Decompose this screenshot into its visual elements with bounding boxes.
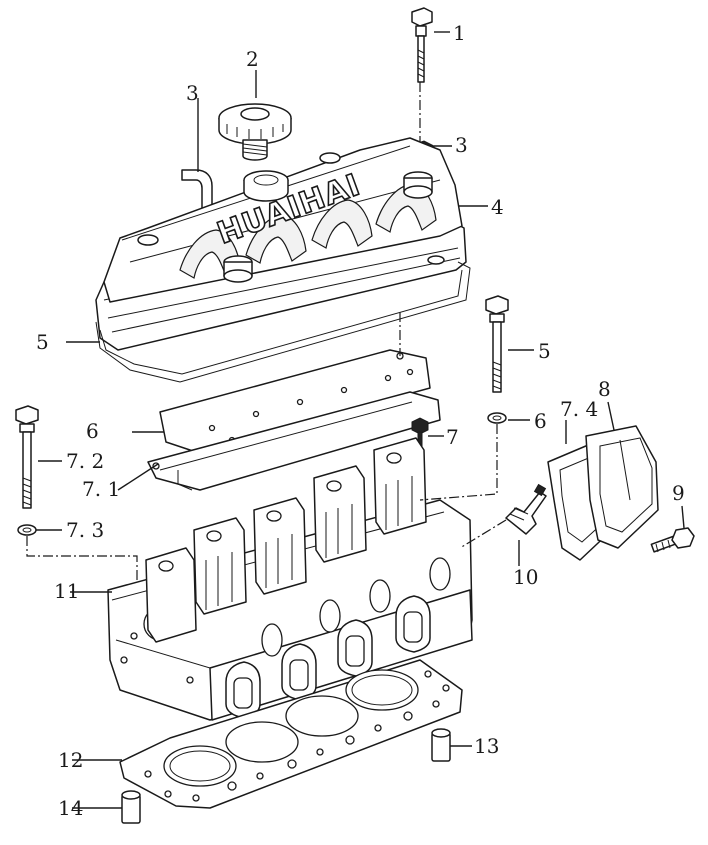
bolt-12 bbox=[650, 527, 695, 553]
callout-13: 8 bbox=[598, 377, 611, 401]
callout-6-left: 7. 2 bbox=[66, 449, 104, 473]
callout-3-left: 14 bbox=[58, 796, 83, 820]
callout-10: 2 bbox=[246, 47, 259, 71]
callout-7-1: 7 bbox=[446, 425, 459, 449]
callout-14: 7. 4 bbox=[560, 397, 598, 421]
callout-7-3: 6 bbox=[86, 419, 99, 443]
screw-7-1 bbox=[411, 417, 429, 447]
sensor-4 bbox=[505, 483, 547, 535]
head-gasket-2 bbox=[119, 659, 463, 809]
oil-cap-10 bbox=[218, 103, 292, 161]
cover-gasket-11 bbox=[95, 261, 471, 383]
callout-6-right: 5 bbox=[538, 339, 551, 363]
callout-2: 12 bbox=[58, 748, 83, 772]
head-bolt-6-right bbox=[485, 295, 509, 393]
washer-5-right bbox=[487, 412, 507, 424]
washer-5-left bbox=[17, 524, 37, 536]
callout-12: 9 bbox=[672, 481, 685, 505]
baffle-plate-7-4 bbox=[147, 391, 441, 491]
cylinder-head-1 bbox=[107, 437, 473, 721]
callout-4: 10 bbox=[513, 565, 538, 589]
callout-3-right: 13 bbox=[474, 734, 499, 758]
callout-7-4: 7. 1 bbox=[82, 477, 120, 501]
baffle-plate-7-3 bbox=[159, 349, 431, 453]
assembly-guide-lines bbox=[26, 82, 507, 582]
dowel-pin-3-left bbox=[121, 790, 141, 824]
leader-lines bbox=[36, 31, 685, 809]
callout-labels: 1 2 3 3 4 5 5 6 6 7 7. 1 7. 2 7. 3 7. 4 … bbox=[36, 21, 685, 820]
callout-7: 4 bbox=[491, 195, 504, 219]
callout-7-2: 3 bbox=[186, 81, 199, 105]
callout-8: 3 bbox=[455, 133, 468, 157]
callout-9: 1 bbox=[453, 21, 466, 45]
callout-11: 5 bbox=[36, 330, 49, 354]
head-bolt-6-left bbox=[15, 405, 39, 509]
callout-1: 11 bbox=[54, 579, 79, 603]
callout-5-right: 6 bbox=[534, 409, 547, 433]
dowel-pin-3-right bbox=[431, 728, 451, 762]
thermostat-housing-13 bbox=[585, 425, 659, 549]
valve-cover-7: HUAIHAI bbox=[95, 137, 467, 351]
callout-5-left: 7. 3 bbox=[66, 518, 104, 542]
bolt-9 bbox=[411, 7, 433, 83]
